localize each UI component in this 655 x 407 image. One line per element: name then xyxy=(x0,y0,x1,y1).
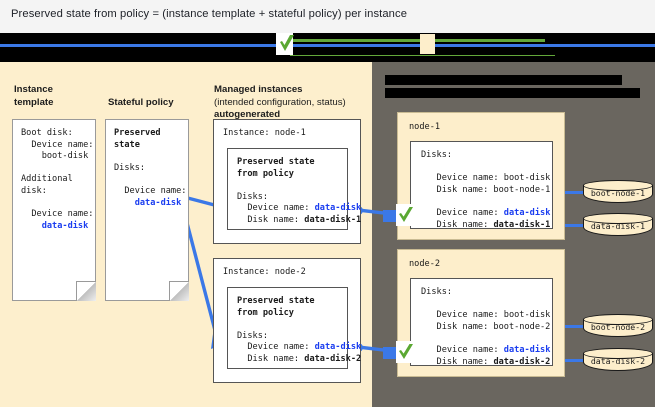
card-instance-template: Boot disk: Device name: boot-disk Additi… xyxy=(12,119,96,301)
node-2-disks-box: Disks: Device name: boot-disk Disk name:… xyxy=(410,278,553,368)
instance-template-card-body: Boot disk: Device name: boot-disk Additi… xyxy=(21,128,93,232)
sp-line-1: Preserved xyxy=(114,128,161,138)
redaction-bar-2 xyxy=(385,88,640,98)
inst1-t5-device: data-disk xyxy=(314,203,362,214)
n1-data-device-prefix: Device name: xyxy=(421,207,504,218)
managed-instances-heading-line2: (intended configuration, status) xyxy=(214,96,346,108)
node-2-label: node-2 xyxy=(409,259,441,269)
redaction-bar-1 xyxy=(385,75,622,85)
inst2-t4: Disks: xyxy=(237,330,269,341)
n1-boot-disk: Disk name: boot-node-1 xyxy=(421,184,551,195)
n2-data-device: data-disk xyxy=(503,344,551,355)
diagram-canvas: Instance template Stateful policy Manage… xyxy=(0,62,655,407)
inst1-t6-prefix: Disk name: xyxy=(237,214,305,225)
it-line-2: Device name: xyxy=(21,139,94,150)
inst2-t6-prefix: Disk name: xyxy=(237,353,305,364)
n2-boot-device: Device name: boot-disk xyxy=(421,310,551,321)
node-box-1: node-1 Disks: Device name: boot-disk Dis… xyxy=(397,112,565,240)
card-stateful-policy: Preserved state Disks: Device name: data… xyxy=(105,119,189,301)
node-1-label: node-1 xyxy=(409,122,441,132)
node-box-2: node-2 Disks: Device name: boot-disk Dis… xyxy=(397,249,565,377)
cylinder-label: data-disk-2 xyxy=(590,356,646,366)
instance-box-node-2: Instance: node-2 Preserved state from po… xyxy=(213,258,361,383)
n2-boot-disk: Disk name: boot-node-2 xyxy=(421,321,551,332)
inst2-t6-disk: data-disk-2 xyxy=(304,353,362,364)
cylinder-top xyxy=(583,348,653,359)
title-bar: Preserved state from policy = (instance … xyxy=(0,0,655,33)
disk-cylinder-data-disk-2: data-disk-2 xyxy=(583,348,655,374)
n2-data-disk: data-disk-2 xyxy=(493,356,551,367)
instance-1-label: Instance: node-1 xyxy=(223,128,306,138)
inst1-t1: Preserved state xyxy=(237,157,315,167)
cylinder-top xyxy=(583,213,653,224)
disk-cylinder-boot-node-2: boot-node-2 xyxy=(583,314,655,340)
sp-line-7-data-disk: data-disk xyxy=(114,197,182,208)
inst2-t5-device: data-disk xyxy=(314,342,362,353)
instance-1-preserved-state-box: Preserved state from policy Disks: Devic… xyxy=(227,148,361,230)
cylinder-label: data-disk-1 xyxy=(590,221,646,231)
instance-2-preserved-state-box: Preserved state from policy Disks: Devic… xyxy=(227,287,361,369)
disk-cylinder-data-disk-1: data-disk-1 xyxy=(583,213,655,239)
sp-line-6: Device name: xyxy=(114,185,187,196)
instance-template-heading-line2: template xyxy=(14,96,54,108)
page-title: Preserved state from policy = (instance … xyxy=(11,8,408,20)
cylinder-top xyxy=(583,180,653,191)
column-heading-managed-instances: Managed instances (intended configuratio… xyxy=(214,84,346,122)
it-line-5: Additional xyxy=(21,174,73,185)
legend-green-line-top xyxy=(290,39,545,42)
disk-cylinder-boot-node-1: boot-node-1 xyxy=(583,180,655,206)
n1-disks-label: Disks: xyxy=(421,150,453,160)
inst1-t4: Disks: xyxy=(237,191,269,202)
inst2-t5-prefix: Device name: xyxy=(237,342,315,353)
inst2-t1: Preserved state xyxy=(237,296,315,306)
inst1-t6-disk: data-disk-1 xyxy=(304,214,362,225)
it-line-1: Boot disk: xyxy=(21,128,73,138)
green-check-icon xyxy=(278,34,296,54)
it-line-9-data-disk: data-disk xyxy=(21,220,89,231)
it-line-6: disk: xyxy=(21,185,47,196)
sp-line-2: state xyxy=(114,139,140,150)
card-fold-corner xyxy=(76,281,96,301)
legend-dark-band xyxy=(0,56,655,62)
it-line-8: Device name: xyxy=(21,209,94,220)
n1-boot-device: Device name: boot-disk xyxy=(421,173,551,184)
n2-data-disk-prefix: Disk name: xyxy=(421,356,494,367)
n1-data-disk: data-disk-1 xyxy=(493,219,551,230)
instance-2-label: Instance: node-2 xyxy=(223,267,306,277)
sp-line-4: Disks: xyxy=(114,162,146,173)
n1-data-device: data-disk xyxy=(503,207,551,218)
n2-data-device-prefix: Device name: xyxy=(421,344,504,355)
instance-box-node-1: Instance: node-1 Preserved state from po… xyxy=(213,119,361,244)
column-heading-stateful-policy: Stateful policy xyxy=(108,97,174,110)
column-heading-instance-template: Instance template xyxy=(14,84,53,109)
inst1-t5-prefix: Device name: xyxy=(237,203,315,214)
legend-blue-line-right xyxy=(540,44,655,47)
managed-instances-heading-line3: autogenerated xyxy=(214,109,281,120)
connector-cyl-boot-1 xyxy=(561,191,583,194)
stateful-policy-card-body: Preserved state Disks: Device name: data… xyxy=(114,128,186,209)
inst1-t2: from policy xyxy=(237,168,294,179)
n2-disks-label: Disks: xyxy=(421,287,453,297)
instance-2-preserved-state-body: Preserved state from policy Disks: Devic… xyxy=(237,296,361,366)
node-2-disks-body: Disks: Device name: boot-disk Disk name:… xyxy=(421,287,550,368)
cylinder-label: boot-node-2 xyxy=(590,322,646,332)
n1-data-disk-prefix: Disk name: xyxy=(421,219,494,230)
green-check-icon xyxy=(396,204,416,226)
card-fold-corner xyxy=(169,281,189,301)
instance-1-preserved-state-body: Preserved state from policy Disks: Devic… xyxy=(237,157,361,227)
green-check-icon xyxy=(396,341,416,363)
connector-cyl-data-1 xyxy=(561,224,583,227)
it-line-3: boot-disk xyxy=(21,151,89,162)
instance-template-heading-line1: Instance xyxy=(14,84,53,95)
connector-cyl-data-2 xyxy=(561,359,583,362)
cylinder-label: boot-node-1 xyxy=(590,188,646,198)
node-1-disks-body: Disks: Device name: boot-disk Disk name:… xyxy=(421,150,550,231)
stateful-policy-heading-line1: Stateful policy xyxy=(108,97,174,108)
managed-instances-heading-line1: Managed instances xyxy=(214,84,303,95)
cylinder-top xyxy=(583,314,653,325)
legend-cream-swatch xyxy=(420,34,435,54)
connector-cyl-boot-2 xyxy=(561,325,583,328)
inst2-t2: from policy xyxy=(237,307,294,318)
node-1-disks-box: Disks: Device name: boot-disk Disk name:… xyxy=(410,141,553,231)
